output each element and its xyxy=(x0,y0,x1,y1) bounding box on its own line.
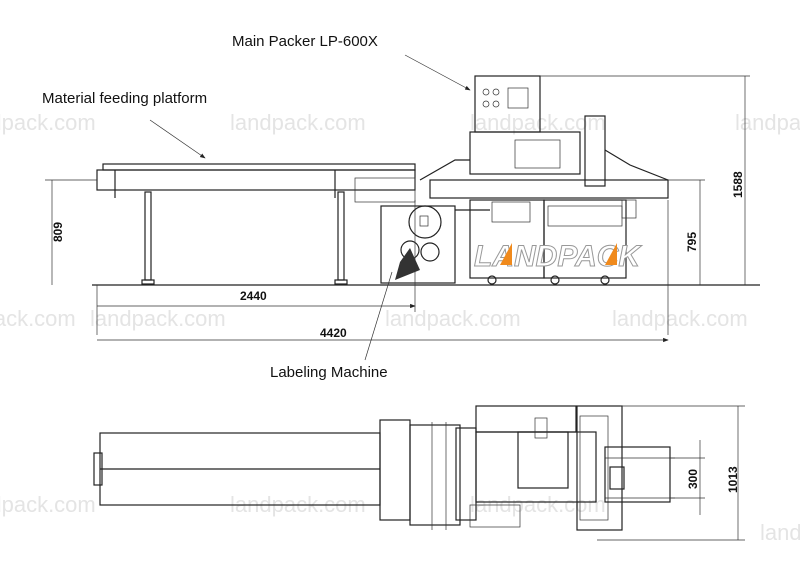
side-dimensions: 809 795 1588 2440 4420 xyxy=(45,75,750,343)
dim-2440: 2440 xyxy=(240,289,267,303)
top-dimensions: 300 1013 xyxy=(597,405,745,541)
feeding-platform-label: Material feeding platform xyxy=(42,90,208,107)
dim-795: 795 xyxy=(685,232,699,252)
main-packer-side xyxy=(419,75,669,285)
watermark-text: landpack.com xyxy=(735,110,800,135)
watermark-text: landpack.com xyxy=(0,110,96,135)
watermark-text: landpack.com xyxy=(0,306,76,331)
watermark-text: landpack.com xyxy=(385,306,521,331)
watermark-text: landpack.com xyxy=(470,492,606,517)
watermark-text: landpack.com xyxy=(0,492,96,517)
watermarks: landpack.com landpack.com landpack.com l… xyxy=(0,110,800,545)
top-view xyxy=(93,405,675,531)
watermark-text: landpack.com xyxy=(612,306,748,331)
feeding-platform-side xyxy=(96,163,416,285)
dim-1013: 1013 xyxy=(726,466,740,493)
watermark-text: landpack.com xyxy=(90,306,226,331)
dim-809: 809 xyxy=(51,222,65,242)
watermark-text: landpack.com xyxy=(760,520,800,545)
labeling-machine-label: Labeling Machine xyxy=(270,364,388,381)
landpack-logo: LANDPACK xyxy=(474,240,643,274)
labeling-machine-side xyxy=(380,205,490,284)
dim-300: 300 xyxy=(686,469,700,489)
logo-text: LANDPACK xyxy=(474,240,642,273)
watermark-text: landpack.com xyxy=(230,110,366,135)
dim-4420: 4420 xyxy=(320,326,347,340)
main-packer-label: Main Packer LP-600X xyxy=(232,33,378,50)
dim-1588: 1588 xyxy=(731,171,745,198)
watermark-text: landpack.com xyxy=(470,110,606,135)
